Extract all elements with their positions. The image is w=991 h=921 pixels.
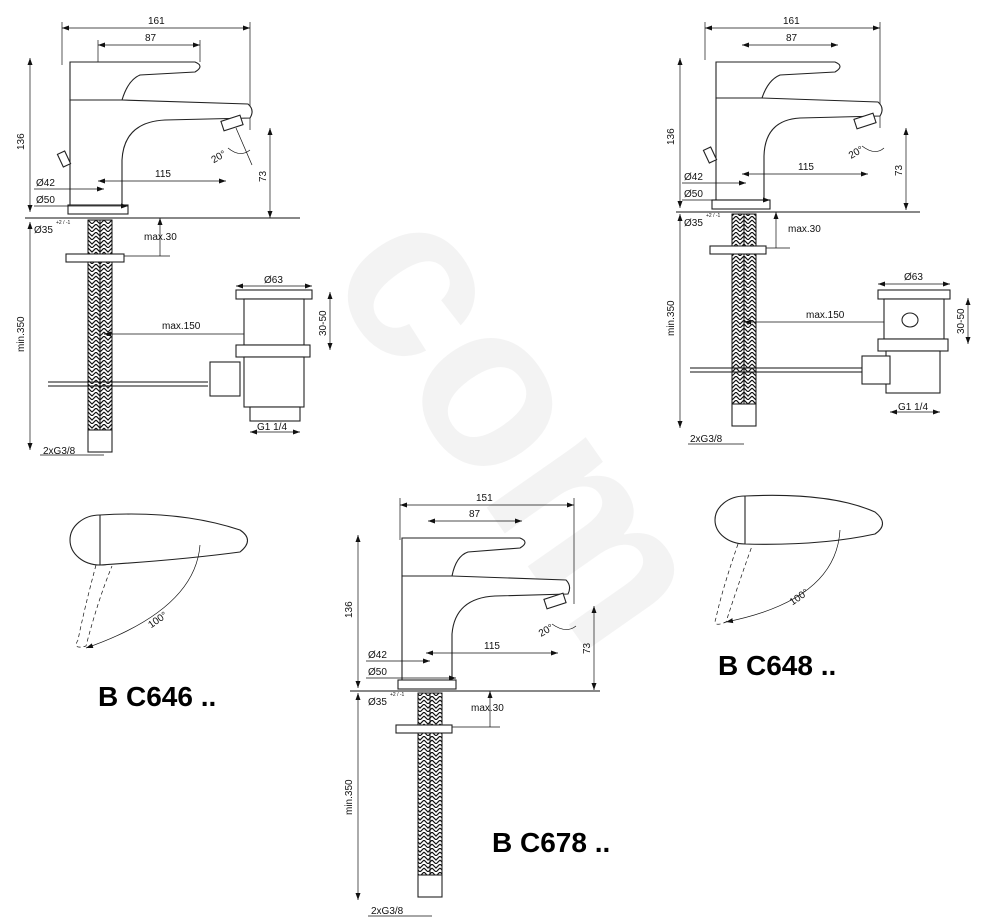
c648-dim-d35: Ø35 [684, 218, 703, 229]
c646-dim-d35: Ø35 [34, 225, 53, 236]
c678-dim-max30: max.30 [471, 703, 504, 714]
c646-dim-spout-height: 73 [258, 170, 269, 182]
c648-dim-width: 161 [783, 16, 800, 27]
c646-dim-rotation: 100° [146, 610, 169, 631]
c678-dim-height: 136 [344, 601, 355, 618]
c648-dim-angle: 20° [847, 144, 866, 161]
c648-dim-max30: max.30 [788, 224, 821, 235]
c678-dim-d35-tol: +2 / -1 [390, 692, 405, 698]
c678-dim-lever: 87 [469, 509, 481, 520]
c646-dim-angle: 20° [210, 149, 229, 166]
c646-dim-min350: min.350 [16, 316, 27, 352]
c648-hose-left [731, 213, 745, 405]
c678-dim-width: 151 [476, 493, 493, 504]
c678-dim-reach: 115 [484, 641, 500, 652]
c646-dim-height: 136 [16, 133, 27, 150]
c648-dim-g114: G1 1/4 [898, 402, 928, 413]
c646-dim-d35-tol: +2 / -1 [56, 220, 71, 226]
c678-dim-d42: Ø42 [368, 650, 387, 661]
c646-dim-d42: Ø42 [36, 178, 55, 189]
c646-dim-range3050: 30-50 [318, 310, 329, 336]
c646-hose-right [99, 219, 113, 431]
c648-dim-reach: 115 [798, 162, 814, 173]
c678-dim-spout-height: 73 [582, 642, 593, 654]
c678-side-view: 151 87 136 20° 115 73 Ø42 Ø50 Ø35 +2 / -… [344, 493, 600, 917]
c648-dim-range3050: 30-50 [956, 308, 967, 334]
c678-hose-right [429, 692, 443, 876]
c646-dim-d63: Ø63 [264, 275, 283, 286]
c646-side-view: 161 87 136 20° 115 73 Ø42 Ø50 Ø35 +2 / -… [16, 16, 333, 457]
c648-dim-rotation: 100° [788, 587, 811, 608]
c648-dim-min350: min.350 [666, 300, 677, 336]
c648-dim-height: 136 [666, 128, 677, 145]
c646-dim-max30: max.30 [144, 232, 177, 243]
c646-model-label: B C646 .. [98, 681, 216, 712]
c646-dim-max150: max.150 [162, 321, 201, 332]
c648-dim-spout-height: 73 [894, 164, 905, 176]
c646-top-view: 100° [69, 513, 249, 649]
c648-dim-d50: Ø50 [684, 189, 703, 200]
c648-dim-lever: 87 [786, 33, 798, 44]
c678-dim-d35: Ø35 [368, 697, 387, 708]
c646-dim-width: 161 [148, 16, 165, 27]
c646-dim-d50: Ø50 [36, 195, 55, 206]
c648-hose-right [743, 213, 757, 405]
c678-dim-g38: 2xG3/8 [371, 906, 404, 917]
c678-dim-d50: Ø50 [368, 667, 387, 678]
c648-dim-d35-tol: +2 / -1 [706, 213, 721, 219]
c648-dim-max150: max.150 [806, 310, 845, 321]
c648-dim-d63: Ø63 [904, 272, 923, 283]
c678-hose-left [417, 692, 431, 876]
c648-dim-d42: Ø42 [684, 172, 703, 183]
c648-side-view: 161 87 136 20° 115 73 Ø42 Ø50 Ø35 +2 / -… [666, 16, 971, 445]
c648-top-view: 100° [714, 494, 884, 625]
c646-dim-lever: 87 [145, 33, 157, 44]
c648-model-label: B C648 .. [718, 650, 836, 681]
c678-model-label: B C678 .. [492, 827, 610, 858]
c646-dim-g38: 2xG3/8 [43, 446, 76, 457]
c646-hose-left [87, 219, 101, 431]
c646-dim-g114: G1 1/4 [257, 422, 287, 433]
c648-dim-g38: 2xG3/8 [690, 434, 723, 445]
watermark-text: com [283, 155, 765, 690]
c678-dim-min350: min.350 [344, 779, 355, 815]
c646-dim-reach: 115 [155, 169, 171, 180]
